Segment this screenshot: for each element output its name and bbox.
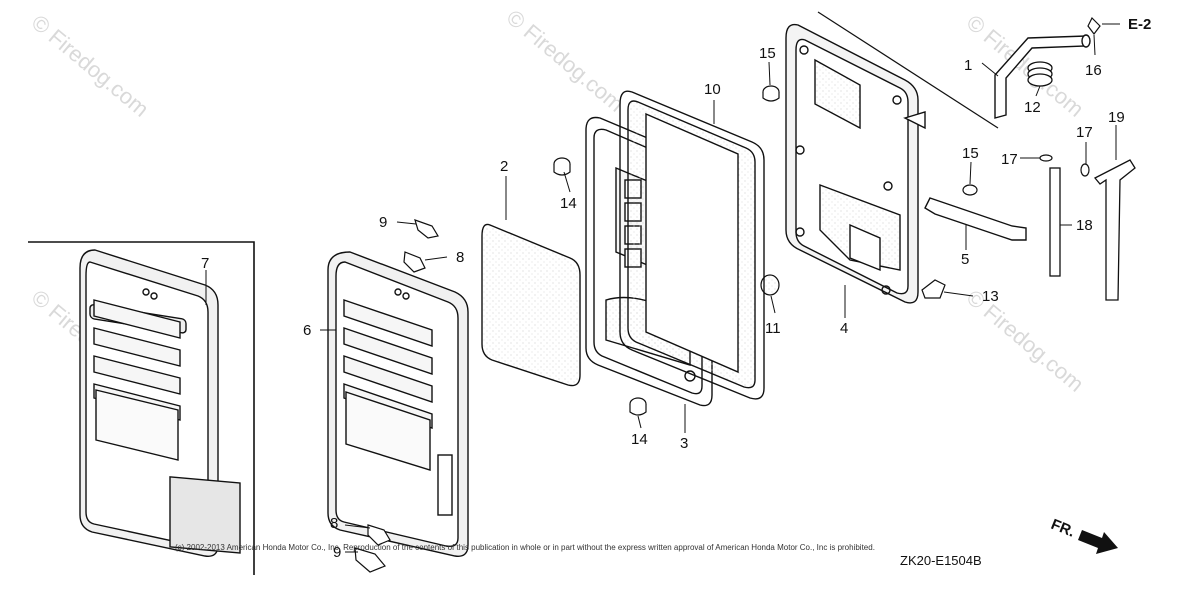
part-18-rod [1049,167,1061,277]
callout-8-top: 8 [456,249,464,266]
leader-lines [205,23,1120,553]
callout-7: 7 [201,255,209,272]
front-label: FR. [1049,516,1078,541]
watermark-2: © Firedog.com [502,5,629,117]
callout-17-right: 17 [1076,124,1093,141]
callout-8-bottom: 8 [330,515,338,532]
part-14-grommet-top [553,157,571,176]
callout-14-top: 14 [560,195,577,212]
callout-18: 18 [1076,217,1093,234]
part-17-pin-b [1080,163,1090,177]
frame-bracket [28,241,255,575]
callout-19: 19 [1108,109,1125,126]
part-9-clip-bottom [354,547,386,573]
front-direction-indicator: FR. [1049,516,1118,554]
part-8-clip-bottom [367,524,391,546]
watermark-5: © Firedog.com [962,285,1089,397]
callout-numbers: 1 2 3 4 5 6 7 8 8 9 9 10 11 12 13 14 14 … [201,45,1125,561]
callout-16: 16 [1085,62,1102,79]
reference-e2-label: E-2 [1128,16,1151,33]
part-9-clip-top [414,219,439,239]
callout-10: 10 [704,81,721,98]
callout-4: 4 [840,320,848,337]
callout-3: 3 [680,435,688,452]
callout-15-right: 15 [962,145,979,162]
part-16-clip [1087,16,1101,35]
callout-13: 13 [982,288,999,305]
callout-5: 5 [961,251,969,268]
part-7-outer-cover [79,249,241,557]
callout-15-top: 15 [759,45,776,62]
front-arrow-icon [1078,530,1118,554]
diagram-code: ZK20-E1504B [900,553,982,568]
breather-route-line [817,11,999,129]
part-8-clip-top [403,251,426,273]
part-5-bracket [924,197,1027,241]
part-11-collar [760,274,780,296]
fasteners [354,85,1090,573]
copyright-notice: (c) 2002-2013 American Honda Motor Co., … [175,543,875,552]
callout-11: 11 [765,320,781,337]
callout-12: 12 [1024,99,1041,116]
watermark-1: © Firedog.com [27,10,154,122]
callout-9-top: 9 [379,214,387,231]
callout-6: 6 [303,322,311,339]
part-1-breather-tube [994,34,1091,119]
part-15-nut-top [762,85,780,102]
part-15-nut-right [962,184,978,196]
callout-9-bottom: 9 [333,544,341,561]
part-6-cover [327,251,469,557]
part-2-filter-element [481,223,581,387]
part-19-tube [1093,159,1136,301]
part-10-gasket [619,90,765,400]
part-12-spring [1027,61,1053,87]
callout-14-bottom: 14 [631,431,648,448]
callout-1: 1 [964,57,972,74]
callout-17-left: 17 [1001,151,1018,168]
callout-2: 2 [500,158,508,175]
part-17-pin-a [1039,154,1053,162]
part-14-grommet-bottom [629,397,647,416]
part-4-base-plate [785,23,926,304]
part-13-clamp [921,279,946,299]
